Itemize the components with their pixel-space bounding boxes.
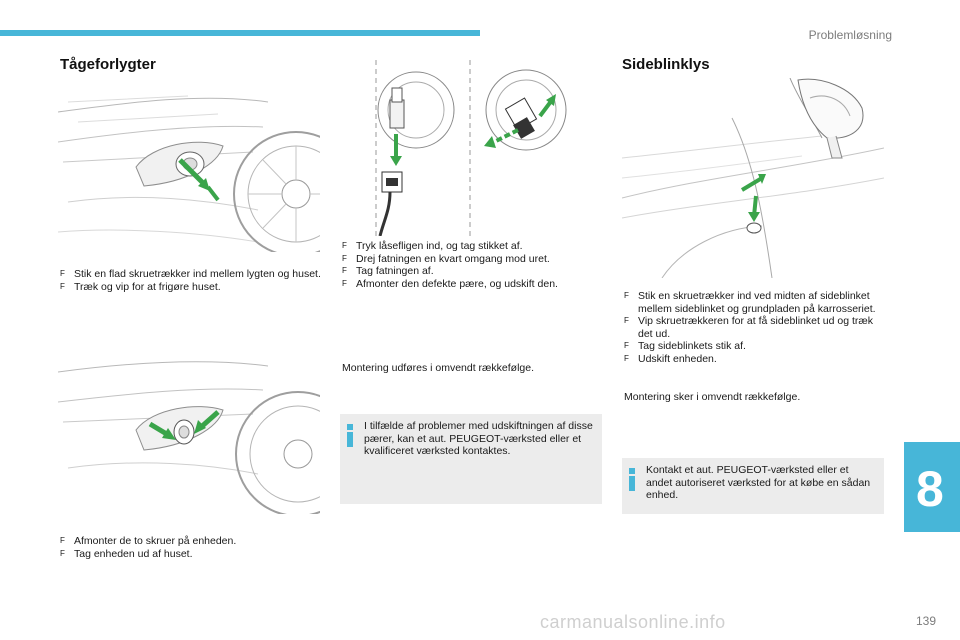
side-info-text: Kontakt et aut. PEUGEOT-værksted eller e… — [646, 464, 871, 502]
side-indicator-illustration — [622, 78, 884, 278]
info-box: I tilfælde af problemer med udskiftninge… — [340, 414, 602, 504]
info-icon — [346, 424, 354, 447]
fog-light-illustration-1 — [58, 82, 320, 252]
page-number: 139 — [915, 614, 936, 628]
chapter-tab: 8 — [904, 442, 960, 532]
section-title: Problemløsning — [808, 28, 892, 42]
side-reassembly-note: Montering sker i omvendt rækkefølge. — [624, 391, 801, 403]
bulb-illustration — [340, 60, 602, 236]
chapter-number: 8 — [916, 461, 944, 517]
side-indicator-title: Sideblinklys — [622, 56, 710, 73]
info-text: I tilfælde af problemer med udskiftninge… — [364, 420, 593, 458]
watermark: carmanualsonline.info — [540, 612, 726, 632]
top-accent-bar — [0, 30, 480, 36]
reassembly-note: Montering udføres i omvendt rækkefølge. — [342, 362, 534, 374]
info-icon — [628, 468, 636, 491]
side-info-box: Kontakt et aut. PEUGEOT-værksted eller e… — [622, 458, 884, 514]
fog-lights-title: Tågeforlygter — [60, 56, 156, 73]
fog-light-illustration-2 — [58, 352, 320, 514]
